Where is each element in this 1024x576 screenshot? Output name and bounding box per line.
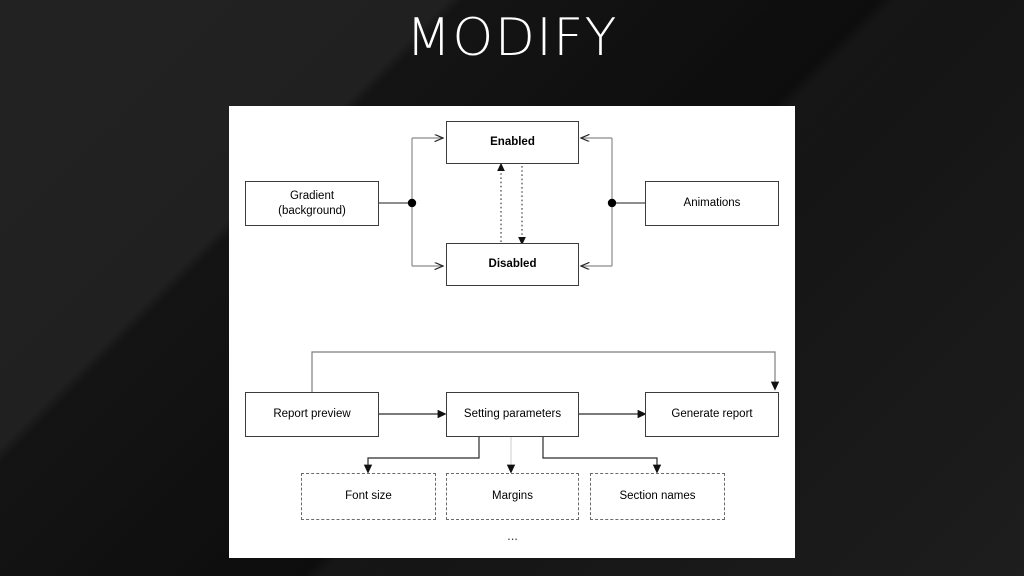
node-gradient-background-label: Gradient (background) [278, 190, 346, 217]
node-font-size[interactable]: Font size [301, 473, 436, 520]
ellipsis-more-parameters: ... [507, 528, 518, 543]
node-report-preview-label: Report preview [273, 408, 351, 421]
node-disabled[interactable]: Disabled [446, 243, 579, 286]
node-disabled-label: Disabled [488, 258, 537, 271]
theme-state-diagram-lines [311, 106, 780, 474]
node-enabled[interactable]: Enabled [446, 121, 579, 164]
node-section-names-label: Section names [619, 490, 696, 503]
node-setting-parameters[interactable]: Setting parameters [446, 392, 579, 437]
node-margins[interactable]: Margins [446, 473, 579, 520]
node-generate-report[interactable]: Generate report [645, 392, 779, 437]
node-report-preview[interactable]: Report preview [245, 392, 379, 437]
node-margins-label: Margins [492, 490, 533, 503]
node-generate-report-label: Generate report [671, 408, 753, 421]
node-animations[interactable]: Animations [645, 181, 779, 226]
node-animations-label: Animations [683, 197, 741, 210]
node-enabled-label: Enabled [490, 136, 535, 149]
content-panel: Gradient (background) Enabled Disabled A… [229, 106, 795, 558]
node-gradient-background[interactable]: Gradient (background) [245, 181, 379, 226]
node-setting-parameters-label: Setting parameters [463, 408, 562, 421]
page-title: MODIFY [406, 8, 618, 68]
node-section-names[interactable]: Section names [590, 473, 725, 520]
node-font-size-label: Font size [345, 490, 392, 503]
